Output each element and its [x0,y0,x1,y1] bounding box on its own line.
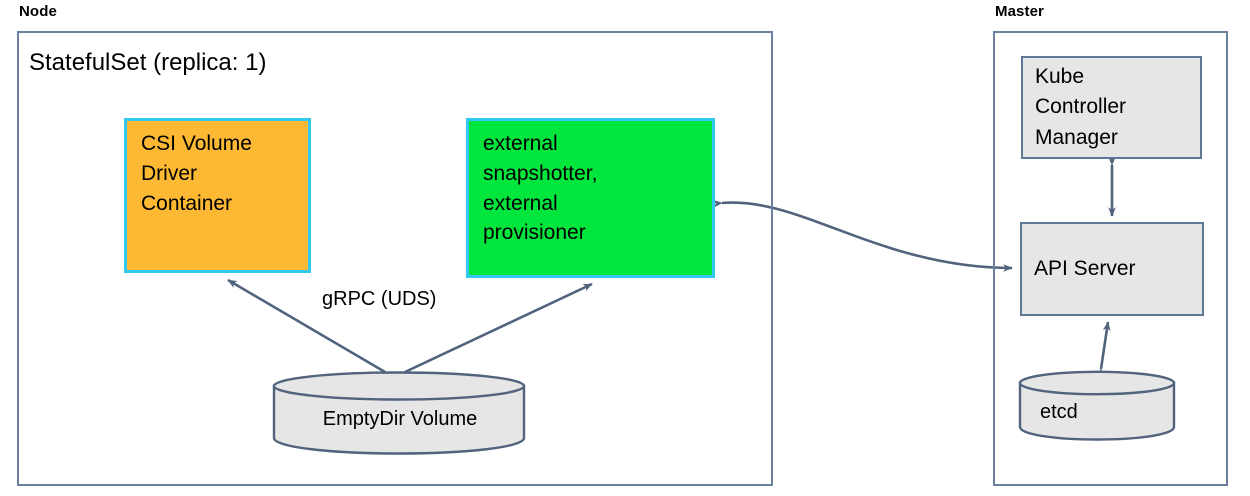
external-snapshotter-provisioner-box[interactable]: external snapshotter, external provision… [466,118,715,278]
api-server-box[interactable]: API Server [1020,222,1204,316]
api-server-label: API Server [1034,256,1136,280]
grpc-uds-edge-label: gRPC (UDS) [322,288,437,310]
csi-line-2: Driver [141,161,197,185]
master-group-box [993,31,1228,486]
csi-line-1: CSI Volume [141,132,252,155]
emptydir-volume-cylinder[interactable]: EmptyDir Volume [272,370,528,456]
etcd-cylinder[interactable]: etcd [1018,370,1178,442]
external-line-4: provisioner [483,221,586,245]
statefulset-title: StatefulSet (replica: 1) [29,49,267,76]
kcm-line-3: Manager [1035,125,1118,149]
kcm-line-1: Kube [1035,65,1085,88]
external-line-2: snapshotter, [483,161,598,185]
kube-controller-manager-box[interactable]: Kube Controller Manager [1021,56,1202,159]
node-group-box [17,31,773,486]
csi-volume-driver-container-box[interactable]: CSI Volume Driver Container [124,118,311,273]
external-line-3: external [483,191,558,215]
master-group-label: Master [995,3,1044,20]
csi-line-3: Container [141,191,233,215]
etcd-label: etcd [1040,401,1078,423]
node-group-label: Node [19,3,57,20]
kcm-line-2: Controller [1035,95,1127,119]
external-line-1: external [483,132,558,155]
emptydir-volume-label: EmptyDir Volume [322,408,478,430]
